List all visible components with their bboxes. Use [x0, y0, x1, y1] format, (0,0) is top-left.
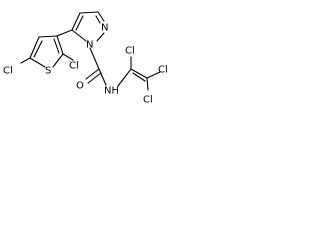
- thiophene-ring: [29, 35, 64, 68]
- bond-c4-c5: [29, 36, 40, 59]
- atom-s-thiophene: S: [45, 66, 51, 77]
- bond-carbonyl-o: [85, 68, 100, 80]
- bond-thiophene-pyrazole: [56, 29, 73, 37]
- atom-cl-vinyl-top: Cl: [125, 46, 135, 57]
- bond-vinyl-double: [130, 68, 148, 79]
- bond-c3-n2: [97, 11, 105, 22]
- atom-o-carbonyl: O: [76, 81, 84, 92]
- atom-n-pyrazole-2: N: [101, 23, 108, 34]
- bond-c5-cl: [20, 57, 31, 64]
- bond-vinyl-cl-right: [146, 71, 161, 79]
- bond-c2-cl: [62, 53, 74, 61]
- bond-c5-c4: [71, 12, 81, 31]
- bond-n1-carbonyl: [89, 47, 100, 70]
- bond-c3-c4: [38, 35, 58, 38]
- bond-carbonyl-nh: [98, 68, 107, 86]
- atom-cl-thiophene-5: Cl: [3, 66, 13, 77]
- bond-nh-vinyl: [117, 68, 132, 87]
- bond-n2-n1: [96, 32, 105, 42]
- atom-nh-amide: NH: [104, 86, 119, 97]
- bond-s-c2: [52, 53, 64, 68]
- pyrazole-ring: [71, 11, 105, 42]
- bond-c5-s: [29, 57, 46, 68]
- bond-c2-c3: [56, 35, 64, 55]
- bond-vinyl-cl-bottom: [146, 77, 149, 91]
- bond-c3-n2-inner: [95, 15, 101, 24]
- bond-c4-c5-inner: [33, 40, 43, 58]
- atom-cl-thiophene-2: Cl: [69, 61, 79, 72]
- bond-c2-c3-inner: [53, 38, 60, 54]
- bond-c4-c3: [79, 11, 99, 14]
- bond-n1-c5: [71, 29, 87, 42]
- bond-carbonyl-o-double: [87, 72, 102, 84]
- molecule-structure: Cl S Cl N N O NH Cl Cl Cl: [3, 11, 168, 106]
- bond-vinyl-double-inner: [132, 72, 146, 82]
- atom-cl-vinyl-bottom: Cl: [143, 95, 153, 106]
- atom-n-pyrazole-1: N: [86, 40, 93, 51]
- bond-c5-c4-inner: [75, 15, 84, 31]
- atom-cl-vinyl-right: Cl: [158, 65, 168, 76]
